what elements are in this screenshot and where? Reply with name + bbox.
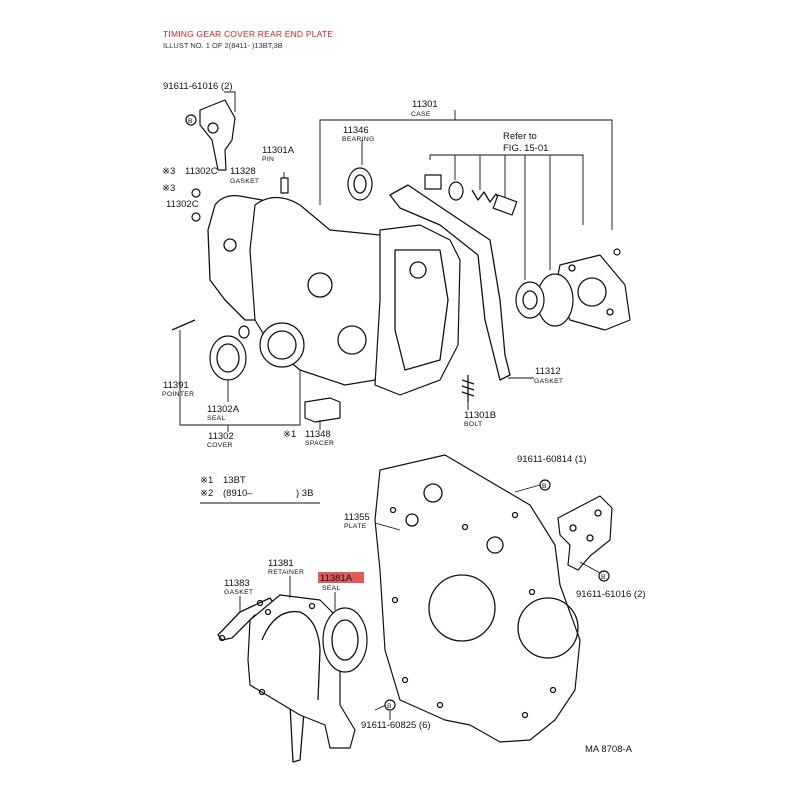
plate-leader bbox=[374, 522, 401, 531]
b-marker-61016-bottom: B bbox=[579, 561, 610, 582]
label-11301: 11301 bbox=[412, 99, 438, 110]
pointer-11391 bbox=[171, 319, 196, 331]
label-11348: 11348 bbox=[305, 429, 331, 440]
label-cover: COVER bbox=[207, 442, 233, 449]
label-11302: 11302 bbox=[208, 431, 234, 442]
small-bracket bbox=[557, 495, 613, 571]
label-case: CASE bbox=[411, 111, 431, 118]
washer-11302c-a bbox=[191, 188, 201, 198]
label-11301a: 11301A bbox=[262, 145, 295, 156]
legend1-text: 13BT bbox=[223, 475, 246, 486]
label-91611-61016-bottom: 91611-61016 (2) bbox=[576, 589, 646, 600]
case-leader-lines bbox=[319, 110, 613, 280]
illustration-code: MA 8708-A bbox=[585, 744, 633, 755]
header-subtitle: ILLUST NO. 1 OF 2(8411- )13BT,3B bbox=[163, 41, 283, 50]
label-gasket-11312: GASKET bbox=[534, 378, 563, 385]
mark-1: ※1 bbox=[283, 429, 296, 440]
timing-cover-11302 bbox=[249, 196, 396, 386]
svg-text:B: B bbox=[387, 703, 392, 710]
label-11355: 11355 bbox=[344, 512, 370, 523]
legend2-end: ) 3B bbox=[296, 488, 313, 499]
label-seal-11381a: SEAL bbox=[322, 585, 341, 592]
cover-leader-lines bbox=[179, 330, 469, 432]
label-spacer: SPACER bbox=[305, 440, 334, 447]
bolt-11301b bbox=[461, 375, 475, 402]
label-fig: FIG. 15-01 bbox=[503, 143, 548, 154]
washer-11302c-b bbox=[191, 212, 201, 222]
highlight-11381a bbox=[318, 572, 364, 583]
b-marker-60825: B bbox=[374, 699, 396, 720]
mark-3a: ※3 bbox=[162, 166, 175, 177]
pin-11301a bbox=[280, 172, 289, 194]
label-11302c-a: 11302C bbox=[185, 166, 218, 177]
seal-11302a bbox=[209, 325, 250, 381]
svg-text:B: B bbox=[542, 483, 547, 490]
label-retainer: RETAINER bbox=[268, 569, 304, 576]
label-plate: PLATE bbox=[344, 523, 367, 530]
timing-case-11301 bbox=[374, 224, 461, 396]
label-11302a: 11302A bbox=[207, 404, 240, 415]
label-11381: 11381 bbox=[268, 558, 294, 569]
header-title: TIMING GEAR COVER REAR END PLATE bbox=[163, 29, 334, 39]
mark-3b: ※3 bbox=[162, 183, 175, 194]
label-91611-60825: 91611-60825 (6) bbox=[361, 720, 431, 731]
spacer-11348 bbox=[304, 397, 341, 423]
bolt-91611-61016-top: B bbox=[185, 91, 236, 171]
gasket-11328 bbox=[207, 194, 301, 321]
label-11383: 11383 bbox=[224, 578, 250, 589]
end-plate-11355 bbox=[374, 454, 581, 743]
label-pin: PIN bbox=[262, 156, 274, 163]
seal-11381a bbox=[322, 592, 368, 673]
svg-text:B: B bbox=[188, 118, 193, 125]
legend2-mark: ※2 bbox=[200, 488, 213, 499]
label-bolt: BOLT bbox=[464, 421, 482, 428]
retainer-leader-lines bbox=[239, 576, 291, 612]
label-11346: 11346 bbox=[343, 125, 369, 136]
label-11302c-b: 11302C bbox=[166, 199, 199, 210]
label-gasket-11328: GASKET bbox=[230, 178, 259, 185]
gear-housing bbox=[515, 248, 631, 331]
oil-pump-parts bbox=[424, 174, 518, 216]
label-91611-61016-top: 91611-61016 (2) bbox=[163, 81, 233, 92]
bearing-11346 bbox=[347, 167, 373, 201]
label-11391: 11391 bbox=[163, 380, 189, 391]
label-pointer: POINTER bbox=[162, 391, 194, 398]
b-marker-60814: B bbox=[514, 479, 551, 493]
label-refer-to: Refer to bbox=[503, 131, 537, 142]
legend1-mark: ※1 bbox=[200, 475, 213, 486]
label-11328: 11328 bbox=[230, 166, 256, 177]
label-bearing: BEARING bbox=[342, 136, 375, 143]
svg-text:B: B bbox=[601, 574, 606, 581]
label-91611-60814: 91611-60814 (1) bbox=[517, 454, 587, 465]
label-11301b: 11301B bbox=[464, 410, 496, 421]
label-seal-11302a: SEAL bbox=[207, 415, 226, 422]
label-gasket-11383: GASKET bbox=[224, 589, 253, 596]
label-11381a: 11381A bbox=[320, 573, 353, 584]
gasket-11312 bbox=[389, 184, 511, 381]
label-11312: 11312 bbox=[535, 366, 561, 377]
legend2-text: (8910– bbox=[223, 488, 253, 499]
